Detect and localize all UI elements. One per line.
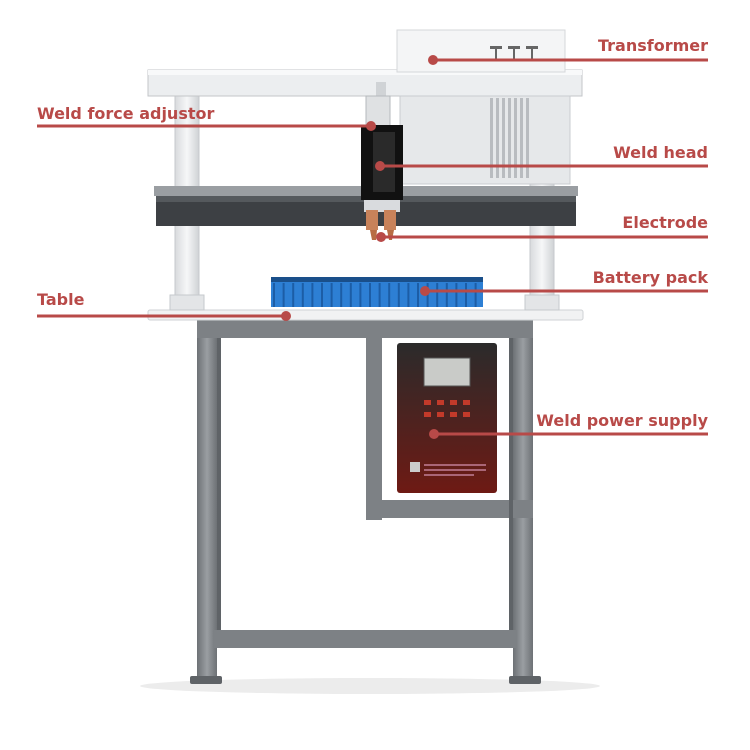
battery-cell-divider xyxy=(378,283,381,307)
battery-cell-divider xyxy=(359,283,362,307)
battery-cell-divider xyxy=(474,283,477,307)
leader-electrode-dot xyxy=(376,232,386,242)
battery-cell-divider xyxy=(273,283,275,307)
weld-head-assembly xyxy=(361,82,403,240)
leader-weld-power-supply-dot xyxy=(429,429,439,439)
leader-table-dot xyxy=(281,311,291,321)
leader-weld-force-adjustor-dot xyxy=(366,121,376,131)
label-battery-pack: Battery pack xyxy=(592,268,708,287)
battery-cell-divider xyxy=(455,283,458,307)
battery-cell-divider xyxy=(330,283,333,307)
floor-shadow xyxy=(140,678,600,694)
label-weld-head: Weld head xyxy=(613,143,708,162)
table-frame xyxy=(197,320,533,682)
battery-cell-divider xyxy=(397,283,400,307)
battery-cell-divider xyxy=(292,283,295,307)
transformer-unit xyxy=(396,29,571,185)
battery-cell-divider xyxy=(388,283,391,307)
battery-cell-divider xyxy=(407,283,410,307)
battery-cell-divider xyxy=(301,283,304,307)
battery-cell-divider xyxy=(282,283,285,307)
battery-cell-divider xyxy=(417,283,419,307)
label-table: Table xyxy=(37,290,85,309)
battery-cell-divider xyxy=(311,283,314,307)
battery-cell-divider xyxy=(445,283,448,307)
battery-cell-divider xyxy=(349,283,352,307)
leader-weld-head-dot xyxy=(375,161,385,171)
label-electrode: Electrode xyxy=(622,213,708,232)
battery-cell-divider xyxy=(465,283,467,307)
gantry-top-beam xyxy=(147,69,583,97)
label-transformer: Transformer xyxy=(597,36,708,55)
leader-battery-pack-dot xyxy=(420,286,430,296)
table-feet xyxy=(190,676,541,684)
battery-cell-divider xyxy=(436,283,439,307)
battery-cell-divider xyxy=(321,283,323,307)
battery-cell-divider xyxy=(340,283,343,307)
battery-cell-divider xyxy=(369,283,371,307)
label-weld-power-supply: Weld power supply xyxy=(536,411,708,430)
weld-power-supply-unit xyxy=(397,343,497,493)
leader-transformer-dot xyxy=(428,55,438,65)
label-weld-force-adjustor: Weld force adjustor xyxy=(37,104,215,123)
